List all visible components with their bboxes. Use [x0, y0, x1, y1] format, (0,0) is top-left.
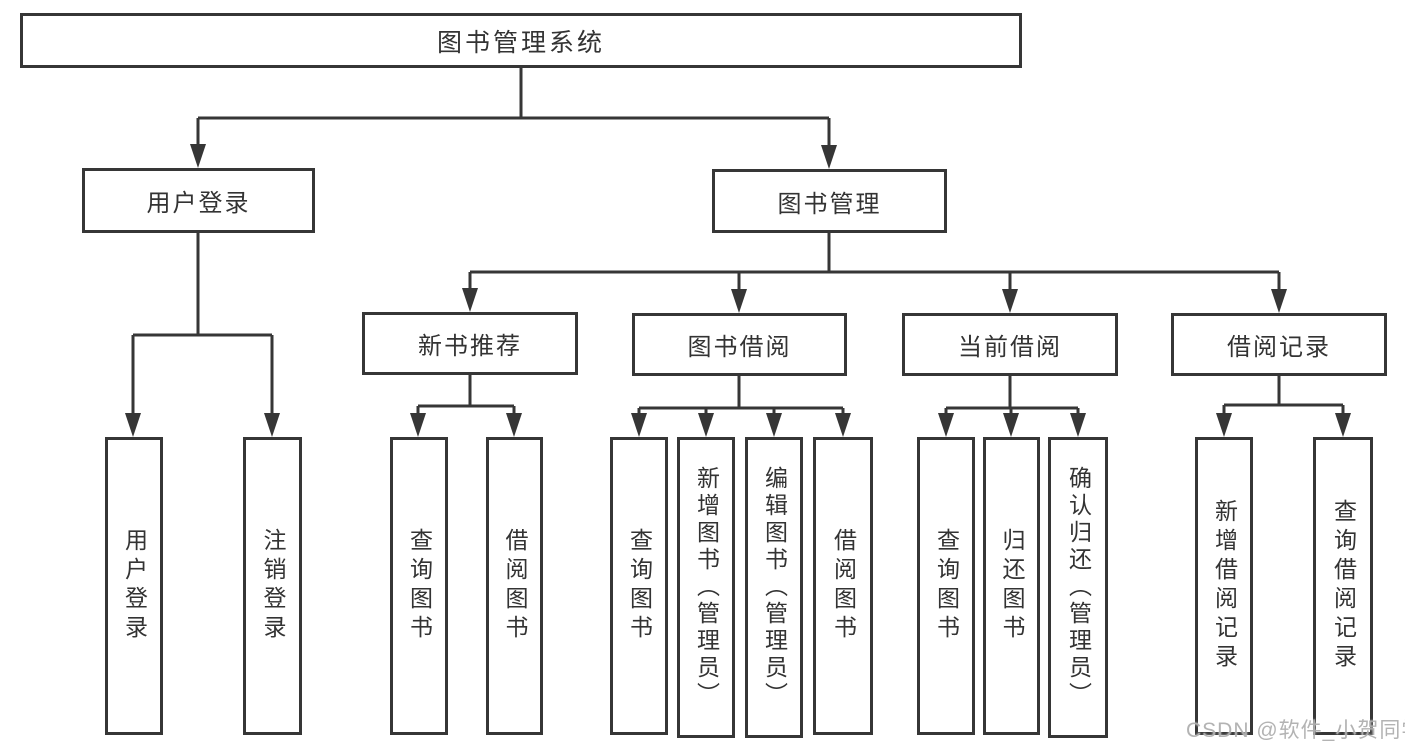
connector-new-book-to-leaves	[410, 375, 522, 437]
node-label: 新书推荐	[418, 333, 522, 360]
node-label: 借阅记录	[1227, 334, 1331, 361]
leaf-user-login: 用户登录	[105, 437, 163, 735]
node-label: 用户登录	[121, 528, 148, 644]
node-new-book-recommend: 新书推荐	[362, 312, 578, 375]
node-label: 查询图书	[406, 528, 433, 644]
leaf-query-book-borrow: 查询图书	[610, 437, 668, 735]
leaf-query-borrow-record: 查询借阅记录	[1313, 437, 1373, 735]
connector-book-borrow-to-leaves	[631, 376, 851, 437]
connector-root-to-level2	[190, 68, 837, 169]
node-label: 注销登录	[260, 528, 286, 644]
leaf-query-book-recommend: 查询图书	[390, 437, 448, 735]
node-label: 查询图书	[933, 528, 960, 644]
node-label: 图书管理	[777, 190, 882, 218]
node-label: 新增图书（管理员）	[693, 466, 720, 709]
node-label: 图书管理系统	[436, 28, 605, 57]
node-label: 确认归还（管理员）	[1065, 466, 1092, 709]
connector-current-borrow-to-leaves	[938, 376, 1086, 437]
node-label: 查询借阅记录	[1330, 499, 1357, 673]
csdn-watermark: CSDN @软件_小贺同学	[1186, 719, 1405, 742]
leaf-add-book-admin: 新增图书（管理员）	[677, 437, 735, 738]
node-label: 归还图书	[999, 528, 1025, 644]
leaf-logout: 注销登录	[243, 437, 302, 735]
node-label: 借阅图书	[830, 528, 857, 644]
node-label: 用户登录	[146, 190, 251, 217]
connector-borrow-records-to-leaves	[1216, 376, 1351, 437]
node-library-system-root: 图书管理系统	[20, 13, 1022, 68]
leaf-edit-book-admin: 编辑图书（管理员）	[745, 437, 803, 738]
node-user-login: 用户登录	[82, 168, 315, 233]
leaf-add-borrow-record: 新增借阅记录	[1195, 437, 1253, 735]
leaf-borrow-book: 借阅图书	[813, 437, 873, 735]
node-label: 编辑图书（管理员）	[761, 466, 788, 709]
node-label: 查询图书	[626, 528, 653, 644]
node-label: 借阅图书	[502, 528, 528, 644]
node-label: 图书借阅	[687, 334, 792, 361]
node-book-management: 图书管理	[712, 169, 947, 233]
node-current-borrow: 当前借阅	[902, 313, 1118, 376]
connector-book-mgmt-to-level3	[462, 233, 1287, 313]
node-label: 新增借阅记录	[1211, 499, 1238, 673]
node-book-borrow: 图书借阅	[632, 313, 847, 376]
node-label: 当前借阅	[958, 334, 1062, 361]
leaf-confirm-return-admin: 确认归还（管理员）	[1048, 437, 1108, 738]
connector-user-login-to-leaves	[125, 233, 280, 437]
leaf-borrow-book-recommend: 借阅图书	[486, 437, 543, 735]
leaf-query-book-current: 查询图书	[917, 437, 975, 735]
leaf-return-book: 归还图书	[983, 437, 1040, 735]
node-borrow-records: 借阅记录	[1171, 313, 1387, 376]
